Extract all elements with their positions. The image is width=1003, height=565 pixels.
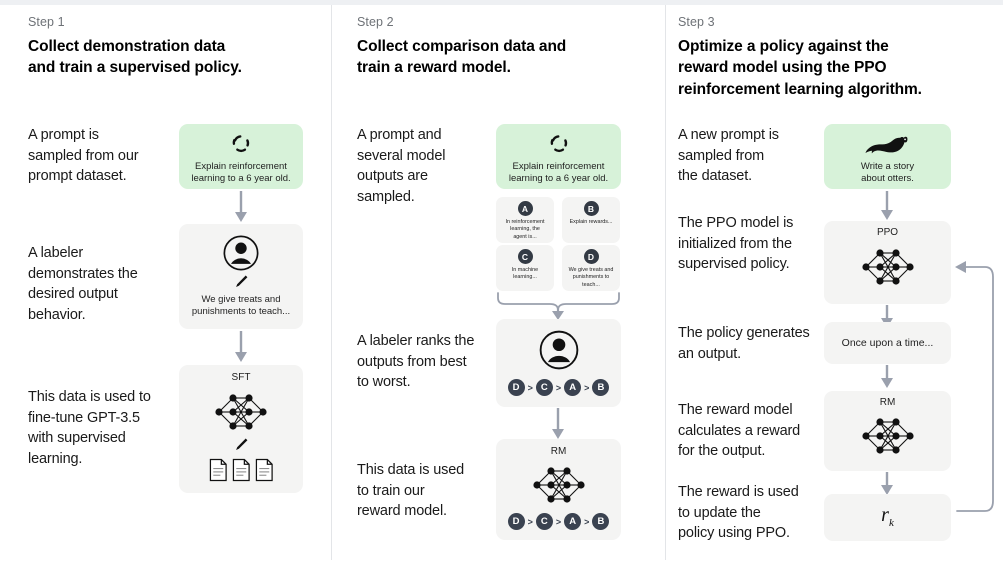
- step-2-column: Step 2 Collect comparison data and train…: [331, 5, 665, 560]
- option-card-c: C In machine learning...: [496, 245, 554, 291]
- option-card-b: B Explain rewards...: [562, 197, 620, 243]
- step-1-sft-title: SFT: [231, 372, 251, 383]
- step-2-prompt-caption: Explain reinforcement learning to a 6 ye…: [508, 161, 609, 185]
- step-3-prompt-caption: Write a story about otters.: [860, 161, 915, 185]
- step-3-rm-card: RM: [824, 391, 951, 471]
- step-2-rm-card: RM: [496, 439, 621, 540]
- step-1-description-3: This data is used to fine-tune GPT-3.5 w…: [28, 389, 151, 467]
- step-3-output-card: Once upon a time...: [824, 322, 951, 364]
- rank-pill-1: D: [507, 513, 525, 530]
- step-3-description-5: The reward is used to update the policy …: [678, 484, 799, 542]
- step-3-description-1: A new prompt is sampled from the dataset…: [678, 127, 779, 185]
- step-1-description-1: A prompt is sampled from our prompt data…: [28, 127, 139, 185]
- brace-converging-arrow: [496, 291, 621, 321]
- arrow-down-3c: [875, 365, 899, 389]
- option-badge-b: B: [583, 201, 599, 216]
- step-2-description-1: A prompt and several model outputs are s…: [357, 127, 446, 205]
- option-card-a: A In reinforcement learning, the agent i…: [496, 197, 554, 243]
- step-3-description-2: The PPO model is initialized from the su…: [678, 215, 794, 273]
- step-3-description-4: The reward model calculates a reward for…: [678, 402, 801, 460]
- reward-symbol: rk: [824, 504, 951, 529]
- neural-network-icon: [824, 411, 951, 461]
- reward-symbol-subscript: k: [888, 517, 894, 529]
- recycle-icon: [496, 132, 621, 154]
- step-1-prompt-caption: Explain reinforcement learning to a 6 ye…: [191, 161, 291, 185]
- step-1-label: Step 1: [28, 15, 65, 29]
- step-2-title: Collect comparison data and train a rewa…: [357, 38, 567, 77]
- option-badge-c: C: [517, 249, 533, 264]
- option-card-d: D We give treats and punishments to teac…: [562, 245, 620, 291]
- step-2-rm-title: RM: [550, 446, 567, 457]
- option-text-d: We give treats and punishments to teach.…: [568, 267, 614, 288]
- step-2-prompt-card: Explain reinforcement learning to a 6 ye…: [496, 124, 621, 189]
- arrow-down-3a: [875, 191, 899, 221]
- step-3-description-3: The policy generates an output.: [678, 325, 810, 362]
- option-text-a: In reinforcement learning, the agent is.…: [505, 219, 545, 240]
- rank-gt: >: [584, 382, 590, 393]
- step-3-rm-title: RM: [879, 397, 896, 408]
- rank-pill-2: C: [535, 379, 553, 396]
- reward-symbol-letter: r: [881, 504, 889, 526]
- step-3-reward-card: rk: [824, 494, 951, 541]
- pencil-icon: [179, 274, 303, 289]
- rank-pill-4: B: [592, 513, 610, 530]
- rank-gt: >: [527, 516, 533, 527]
- rank-gt: >: [584, 516, 590, 527]
- step-1-column: Step 1 Collect demonstration data and tr…: [0, 5, 331, 560]
- rank-gt: >: [527, 382, 533, 393]
- step-3-column: Step 3 Optimize a policy against the rew…: [665, 5, 1003, 560]
- neural-network-icon: [179, 387, 303, 437]
- otter-icon: [824, 133, 951, 155]
- step-1-title: Collect demonstration data and train a s…: [28, 38, 242, 77]
- step-3-ppo-title: PPO: [876, 227, 899, 238]
- step-1-description-2: A labeler demonstrates the desired outpu…: [28, 245, 138, 323]
- step-2-label: Step 2: [357, 15, 394, 29]
- step-3-label: Step 3: [678, 15, 715, 29]
- step-3-ppo-card: PPO: [824, 221, 951, 304]
- rank-gt: >: [555, 516, 562, 527]
- step-1-prompt-card: Explain reinforcement learning to a 6 ye…: [179, 124, 303, 189]
- rank-gt: >: [555, 382, 562, 393]
- step-1-labeler-card: We give treats and punishments to teach.…: [179, 224, 303, 329]
- option-badge-a: A: [517, 201, 533, 216]
- step-3-output-caption: Once upon a time...: [841, 337, 934, 349]
- step-2-labeler-ranking: D > C > A > B: [496, 379, 621, 396]
- feedback-loop-arrow: [949, 251, 999, 521]
- neural-network-icon: [824, 242, 951, 292]
- person-icon: [179, 234, 303, 272]
- arrow-down-1b: [229, 331, 253, 363]
- arrow-down-2a: [546, 408, 570, 440]
- person-icon: [496, 329, 621, 371]
- step-3-prompt-card: Write a story about otters.: [824, 124, 951, 189]
- option-text-c: In machine learning...: [511, 267, 539, 281]
- step-1-labeler-caption: We give treats and punishments to teach.…: [191, 294, 291, 318]
- arrow-down-3d: [875, 472, 899, 496]
- pencil-icon: [179, 437, 303, 452]
- rlhf-diagram: Step 1 Collect demonstration data and tr…: [0, 5, 1003, 560]
- neural-network-icon: [496, 460, 621, 510]
- option-badge-d: D: [583, 249, 599, 264]
- step-2-labeler-rank-card: D > C > A > B: [496, 319, 621, 407]
- step-2-description-2: A labeler ranks the outputs from best to…: [357, 333, 475, 391]
- rank-pill-2: C: [535, 513, 553, 530]
- recycle-icon: [179, 132, 303, 154]
- documents-icon: [179, 458, 303, 482]
- option-text-b: Explain rewards...: [569, 219, 613, 225]
- rank-pill-1: D: [507, 379, 525, 396]
- step-1-sft-card: SFT: [179, 365, 303, 493]
- step-2-rm-ranking: D > C > A > B: [496, 513, 621, 530]
- rank-pill-3: A: [564, 513, 582, 530]
- arrow-down-1a: [229, 191, 253, 223]
- step-3-title: Optimize a policy against the reward mod…: [678, 38, 922, 98]
- rank-pill-4: B: [592, 379, 610, 396]
- rank-pill-3: A: [564, 379, 582, 396]
- top-edge-strip: [0, 0, 1003, 5]
- step-2-description-3: This data is used to train our reward mo…: [357, 462, 465, 520]
